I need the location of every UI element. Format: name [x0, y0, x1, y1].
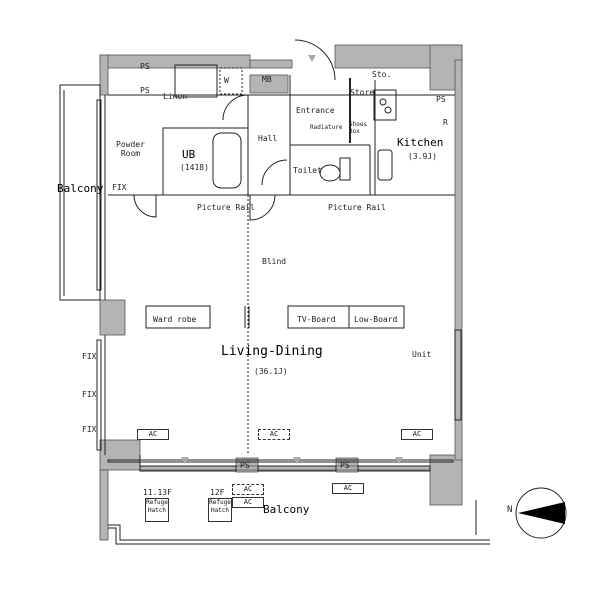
- ac-unit: AC: [137, 429, 169, 440]
- fix-label: FIX: [112, 183, 127, 192]
- wardrobe-label: Ward robe: [153, 315, 197, 324]
- entrance-label: Entrance: [296, 106, 335, 115]
- ub-size: (1418): [180, 163, 209, 172]
- mb-label: MB: [262, 75, 272, 84]
- balcony-bottom-label: Balcony: [263, 503, 310, 516]
- walls: [99, 44, 463, 541]
- ac-unit-5: AC: [232, 497, 264, 508]
- compass: [515, 487, 567, 539]
- ps-label-5: PS: [340, 461, 350, 470]
- picture-rail-left: Picture Rail: [197, 203, 255, 212]
- ub-label: UB: [182, 148, 196, 161]
- fix-label-3: FIX: [82, 390, 97, 399]
- floor-11-13-label: 11.13F: [143, 488, 172, 497]
- fix-label-4: FIX: [82, 425, 97, 434]
- ps-label-4: PS: [240, 461, 250, 470]
- living-dining-size: (36.1J): [254, 367, 288, 376]
- living-dining-label: Living-Dining: [221, 344, 323, 359]
- compass-north-label: N: [507, 505, 513, 515]
- fix-label-2: FIX: [82, 352, 97, 361]
- sto-label: Sto.: [372, 70, 392, 79]
- toilet-label: Toilet: [293, 166, 322, 175]
- refuge-hatch-2: Refuge Hatch: [208, 498, 232, 522]
- ac-unit-6: AC: [332, 483, 364, 494]
- ps-label-2: PS: [140, 86, 150, 95]
- ac-unit-4: AC: [232, 484, 264, 495]
- linen-label: Linen: [163, 92, 188, 101]
- r-label: R: [443, 118, 448, 127]
- window-arrows: [181, 55, 403, 464]
- ps-label-3: PS: [436, 95, 446, 104]
- radiature-label: Radiature: [310, 124, 343, 131]
- balcony-left-label: Balcony: [57, 182, 104, 195]
- kitchen-size: (3.9J): [408, 152, 437, 161]
- powder-room-label: Powder Room: [116, 140, 145, 158]
- interior-lines: [59, 39, 490, 545]
- ac-unit-3: AC: [401, 429, 433, 440]
- floor-12-label: 12F: [210, 488, 225, 497]
- picture-rail-right: Picture Rail: [328, 203, 386, 212]
- ac-unit-2: AC: [258, 429, 290, 440]
- refuge-hatch: Refuge Hatch: [145, 498, 169, 522]
- shoes-box-label: Shoes Box: [349, 121, 368, 135]
- w-label: W: [224, 76, 229, 85]
- unit-label: Unit: [412, 350, 432, 359]
- tv-board-label: TV-Board: [297, 315, 336, 324]
- hall-label: Hall: [258, 134, 278, 143]
- blind-label: Blind: [262, 257, 287, 266]
- store-label: Store: [350, 88, 375, 97]
- kitchen-label: Kitchen: [397, 136, 444, 149]
- ps-label: PS: [140, 62, 150, 71]
- low-board-label: Low-Board: [354, 315, 398, 324]
